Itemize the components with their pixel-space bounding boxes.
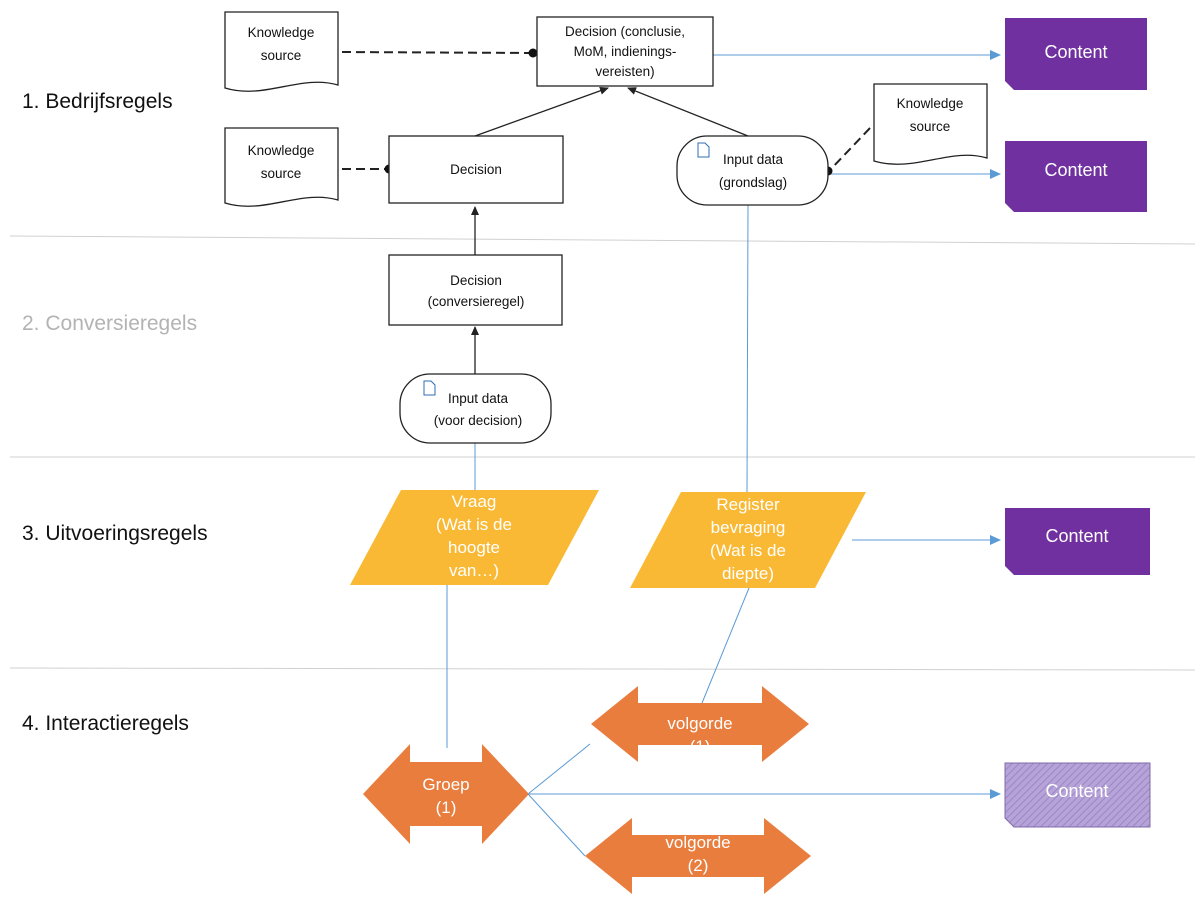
blue-connectors [446, 50, 1001, 857]
connector-dot-top [528, 48, 538, 58]
input-data-grondslag: Input data (grondslag) [676, 135, 829, 206]
information-requirement-arrows [471, 86, 749, 374]
svg-text:Input data: Input data [448, 391, 509, 406]
knowledge-source-right: Knowledge source [873, 83, 988, 165]
svg-text:(1): (1) [436, 798, 457, 817]
document-icon [697, 142, 710, 158]
parallelogram-register-bevraging: Register bevraging (Wat is de diepte) [630, 492, 866, 588]
svg-text:source: source [261, 166, 302, 181]
svg-text:Content: Content [1044, 42, 1107, 62]
divider-line-1 [9, 235, 1195, 245]
double-arrow-volgorde-1: volgorde (1) [591, 686, 809, 762]
svg-text:diepte): diepte) [722, 564, 774, 583]
knowledge-requirement-lines [341, 51, 871, 171]
svg-text:volgorde: volgorde [667, 714, 732, 733]
content-box-3: Content [1005, 508, 1150, 575]
svg-text:Decision (conclusie,: Decision (conclusie, [565, 24, 685, 39]
svg-text:(1): (1) [690, 737, 711, 756]
svg-text:Input data: Input data [723, 152, 784, 167]
connector-register-volgorde1 [699, 587, 750, 709]
connector-grondslag-register [746, 204, 749, 493]
svg-text:source: source [910, 119, 951, 134]
document-icon [423, 380, 436, 396]
svg-text:vereisten): vereisten) [595, 64, 654, 79]
level-label-interactieregels: 4. Interactieregels [22, 712, 189, 735]
svg-text:bevraging: bevraging [711, 518, 786, 537]
svg-text:volgorde: volgorde [665, 833, 730, 852]
svg-text:Register: Register [716, 495, 780, 514]
svg-text:MoM, indienings-: MoM, indienings- [574, 44, 677, 59]
svg-text:(voor decision): (voor decision) [434, 413, 523, 428]
connector-groep-volgorde2 [527, 793, 586, 857]
divider-line-3 [9, 667, 1195, 671]
svg-text:(grondslag): (grondslag) [719, 175, 787, 190]
svg-text:van…): van…) [449, 561, 499, 580]
level-label-conversieregels: 2. Conversieregels [22, 312, 197, 335]
svg-text:Content: Content [1045, 781, 1108, 801]
content-box-1: Content [1005, 18, 1147, 90]
svg-text:Decision: Decision [450, 273, 502, 288]
svg-text:hoogte: hoogte [448, 538, 500, 557]
content-box-4: Content [1004, 762, 1151, 828]
level-label-uitvoeringsregels: 3. Uitvoeringsregels [22, 522, 208, 545]
svg-text:Groep: Groep [422, 775, 469, 794]
double-arrow-groep: Groep (1) [363, 744, 529, 844]
content-box-2: Content [1005, 141, 1147, 212]
knowledge-source-top: Knowledge source [224, 11, 339, 92]
svg-text:(conversieregel): (conversieregel) [428, 294, 525, 309]
svg-text:(Wat is de: (Wat is de [710, 541, 786, 560]
svg-text:(Wat is de: (Wat is de [436, 515, 512, 534]
decision-top: Decision (conclusie, MoM, indienings- ve… [536, 16, 714, 87]
svg-text:Knowledge: Knowledge [897, 96, 964, 111]
parallelogram-vraag: Vraag (Wat is de hoogte van…) [350, 490, 599, 585]
knowledge-source-middle: Knowledge source [224, 127, 339, 207]
decision-middle: Decision [388, 135, 564, 204]
input-data-voor-decision: Input data (voor decision) [399, 373, 552, 444]
svg-text:(2): (2) [688, 856, 709, 875]
svg-text:Vraag: Vraag [452, 492, 497, 511]
double-arrow-volgorde-2: volgorde (2) [585, 818, 811, 894]
connector-groep-volgorde1 [527, 743, 591, 795]
level-label-bedrijfsregels: 1. Bedrijfsregels [22, 90, 173, 113]
svg-text:source: source [261, 48, 302, 63]
decision-conversieregel: Decision (conversieregel) [388, 254, 563, 326]
svg-text:Content: Content [1044, 160, 1107, 180]
svg-text:Decision: Decision [450, 162, 502, 177]
svg-text:Content: Content [1045, 526, 1108, 546]
svg-text:Knowledge: Knowledge [248, 143, 315, 158]
svg-text:Knowledge: Knowledge [248, 25, 315, 40]
